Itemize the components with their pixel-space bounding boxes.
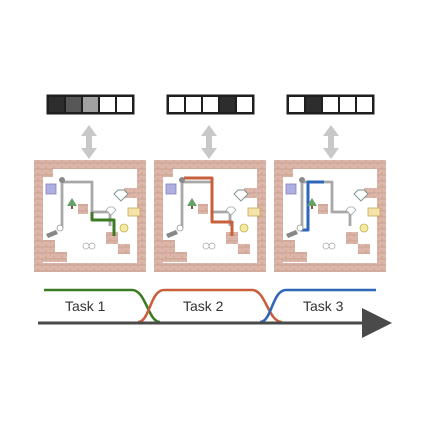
coin-icon: [359, 223, 369, 233]
brick-block: [163, 169, 173, 177]
bar-cell: [357, 97, 372, 112]
coin-icon: [239, 223, 249, 233]
chest-icon: [127, 207, 141, 217]
bar-cell: [237, 97, 252, 112]
task-1-curve: [44, 288, 161, 324]
gem-icon: [105, 206, 117, 216]
brick-block: [55, 252, 67, 262]
agent-icon: [299, 177, 305, 183]
block-icon: [45, 183, 57, 195]
tree-trunk: [311, 206, 313, 209]
bar-cell: [306, 97, 321, 112]
path-task: [184, 176, 234, 236]
bar-cell: [220, 97, 235, 112]
agent-icon: [176, 224, 184, 232]
task-3-curve: [259, 288, 376, 324]
task-encoding-bar-1: [46, 94, 135, 115]
task-1-label: Task 1: [65, 298, 106, 314]
brick-block: [295, 252, 307, 262]
grid-map-3: [274, 160, 386, 272]
task-encoding-bar-2: [166, 94, 255, 115]
tree-icon: [187, 198, 197, 206]
brick-block: [163, 240, 175, 262]
brick-block: [124, 188, 138, 198]
bar-cell: [117, 97, 132, 112]
tree-icon: [67, 198, 77, 206]
path-task: [90, 212, 116, 236]
tree-icon: [307, 198, 317, 206]
brick-block: [106, 232, 118, 244]
brick-block: [175, 252, 187, 262]
chest-icon: [367, 207, 381, 217]
agent-icon: [82, 242, 90, 250]
brick-block: [244, 188, 258, 198]
brick-block: [283, 240, 295, 262]
brick-block: [118, 244, 130, 254]
brick-block: [226, 232, 238, 244]
agent-icon: [179, 177, 185, 183]
grid-map-1: [34, 160, 146, 272]
brick-block: [318, 204, 328, 214]
agent-icon: [328, 242, 336, 250]
gem-icon: [345, 206, 357, 216]
brick-block: [358, 244, 370, 254]
block-icon: [285, 183, 297, 195]
gem-icon: [225, 206, 237, 216]
brick-block: [238, 244, 250, 254]
agent-icon: [322, 242, 330, 250]
gem-icon: [113, 189, 129, 202]
bidirectional-arrow-2: [201, 125, 217, 159]
task-curves: [44, 288, 376, 324]
brick-block: [43, 169, 53, 177]
bar-cell: [169, 97, 184, 112]
agent-icon: [88, 242, 96, 250]
bar-cell: [186, 97, 201, 112]
task-3-label: Task 3: [303, 298, 344, 314]
agent-icon: [296, 224, 304, 232]
grid-map-2: [154, 160, 266, 272]
bar-cell: [203, 97, 218, 112]
brick-block: [43, 240, 55, 262]
bar-cell: [83, 97, 98, 112]
task-2-curve: [137, 288, 283, 324]
bidirectional-arrow-3: [323, 125, 339, 159]
bar-cell: [66, 97, 81, 112]
brick-block: [364, 188, 378, 198]
brick-block: [283, 169, 293, 177]
agent-icon: [208, 242, 216, 250]
gem-icon: [353, 189, 369, 202]
brick-block: [198, 204, 208, 214]
chest-icon: [247, 207, 261, 217]
brick-block: [78, 204, 88, 214]
bar-cell: [49, 97, 64, 112]
bidirectional-arrow-1: [81, 125, 97, 159]
agent-icon: [166, 230, 178, 238]
block-icon: [165, 183, 177, 195]
brick-block: [346, 232, 358, 244]
coin-icon: [119, 223, 129, 233]
agent-icon: [46, 230, 58, 238]
agent-icon: [202, 242, 210, 250]
tree-trunk: [191, 206, 193, 209]
agent-icon: [286, 230, 298, 238]
agent-icon: [59, 177, 65, 183]
bar-cell: [323, 97, 338, 112]
bar-cell: [289, 97, 304, 112]
task-encoding-bar-3: [286, 94, 375, 115]
bar-cell: [100, 97, 115, 112]
tree-trunk: [71, 206, 73, 209]
bar-cell: [340, 97, 355, 112]
gem-icon: [233, 189, 249, 202]
agent-icon: [56, 224, 64, 232]
task-2-label: Task 2: [183, 298, 224, 314]
